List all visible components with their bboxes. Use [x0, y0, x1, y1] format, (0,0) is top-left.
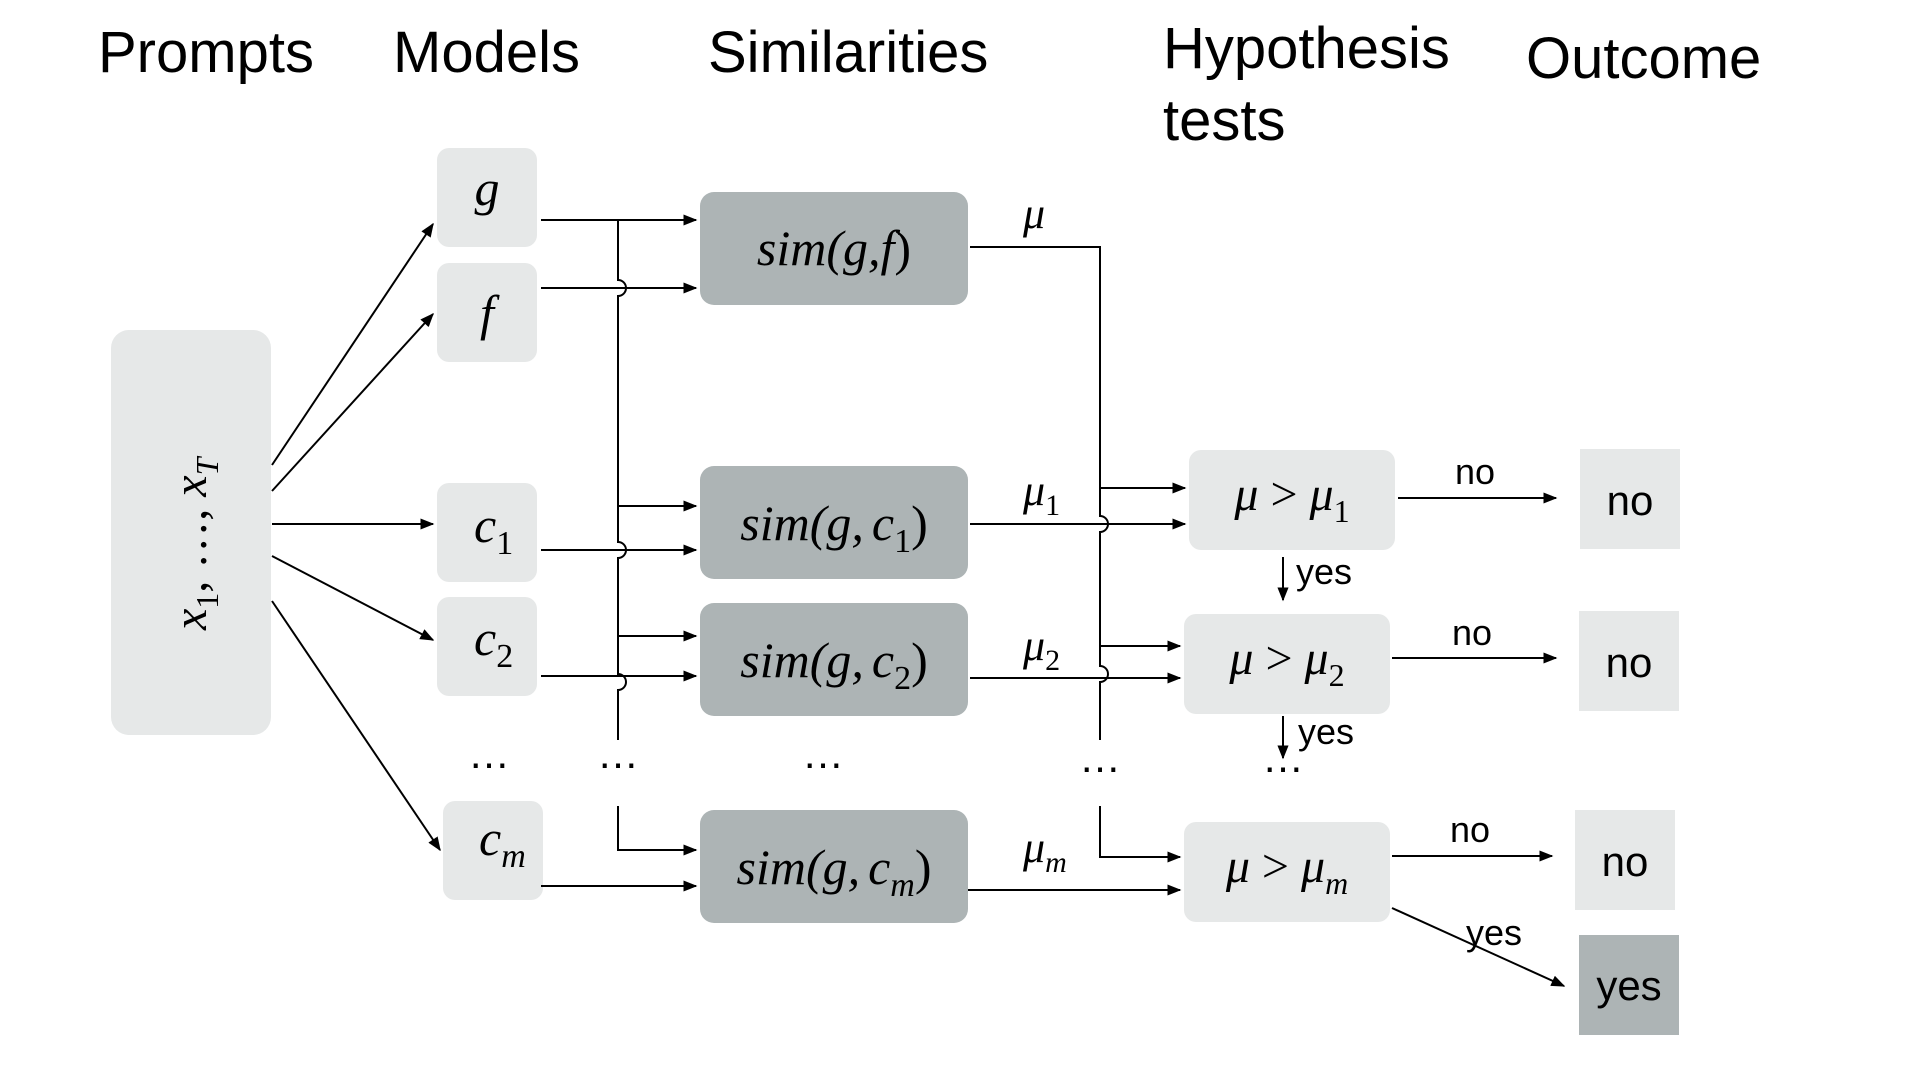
arrow-testm-to-final [1391, 907, 1566, 987]
similarity-box-gf [700, 192, 968, 305]
model-label-cm: cm [479, 810, 526, 875]
similarity-box-gcm [700, 810, 968, 923]
test-label-mu1: μ > μ1 [1233, 468, 1349, 529]
mu1-label: μ1 [1022, 466, 1060, 522]
outcome-label-2: no [1606, 639, 1653, 686]
model-box-c1 [437, 483, 537, 582]
arrow-prompts-to-c2 [271, 555, 435, 641]
test-box-mu1 [1189, 450, 1395, 550]
model-box-g [437, 148, 537, 247]
bus-g-vertical [617, 220, 627, 740]
test-label-mu2: μ > μ2 [1228, 632, 1344, 693]
edge-label-no-m: no [1450, 809, 1490, 850]
model-label-g: g [475, 160, 500, 216]
prompts-box [111, 330, 271, 735]
mu-label: μ [1022, 189, 1045, 238]
similarity-label-gc2: sim(g,c2) [740, 632, 927, 697]
model-box-f [437, 263, 537, 362]
similarity-label-gf: sim(g,f) [757, 220, 911, 276]
ellipsis-bus-g: … [597, 730, 639, 777]
edge-label-yes-1: yes [1296, 551, 1352, 592]
edge-label-no-2: no [1452, 612, 1492, 653]
arrow-prompts-to-g [271, 222, 434, 466]
header-models: Models [393, 20, 580, 85]
edge-label-no-1: no [1455, 451, 1495, 492]
model-label-c2: c2 [474, 610, 513, 675]
outcome-box-1 [1580, 449, 1680, 549]
model-box-cm [443, 801, 543, 900]
bus-g-vertical-lower [617, 806, 698, 856]
ellipsis-similarities: … [802, 730, 844, 777]
test-box-mum [1184, 822, 1390, 922]
ellipsis-tests: … [1262, 734, 1304, 781]
test-box-mu2 [1184, 614, 1390, 714]
ellipsis-bus-mu: … [1079, 734, 1121, 781]
bus-mu-vertical-lower [1099, 806, 1182, 863]
similarity-box-gc1 [700, 466, 968, 579]
arrow-prompts-to-cm [271, 600, 441, 852]
ellipsis-models: … [468, 730, 510, 777]
header-hypothesis-line2: tests [1163, 88, 1286, 153]
mu2-label: μ2 [1022, 621, 1060, 677]
similarity-label-gcm: sim(g,cm) [736, 839, 931, 904]
model-label-c1: c1 [474, 497, 513, 562]
prompts-label: x1, …, xT [164, 455, 225, 631]
outcome-label-final: yes [1596, 962, 1661, 1009]
edge-label-yes-2: yes [1298, 711, 1354, 752]
similarity-box-gc2 [700, 603, 968, 716]
model-box-c2 [437, 597, 537, 696]
header-hypothesis-line1: Hypothesis [1163, 16, 1450, 81]
header-similarities: Similarities [708, 20, 988, 85]
edge-label-yes-final: yes [1466, 912, 1522, 953]
similarity-label-gc1: sim(g,c1) [740, 495, 927, 560]
outcome-label-m: no [1602, 838, 1649, 885]
outcome-box-final [1579, 935, 1679, 1035]
outcome-label-1: no [1607, 477, 1654, 524]
header-outcome: Outcome [1526, 26, 1761, 91]
outcome-box-m [1575, 810, 1675, 910]
header-prompts: Prompts [98, 20, 314, 85]
arrow-prompts-to-f [271, 312, 434, 492]
outcome-box-2 [1579, 611, 1679, 711]
bus-mu-vertical [970, 246, 1109, 740]
mum-label: μm [1022, 823, 1067, 879]
test-label-mum: μ > μm [1225, 840, 1348, 901]
